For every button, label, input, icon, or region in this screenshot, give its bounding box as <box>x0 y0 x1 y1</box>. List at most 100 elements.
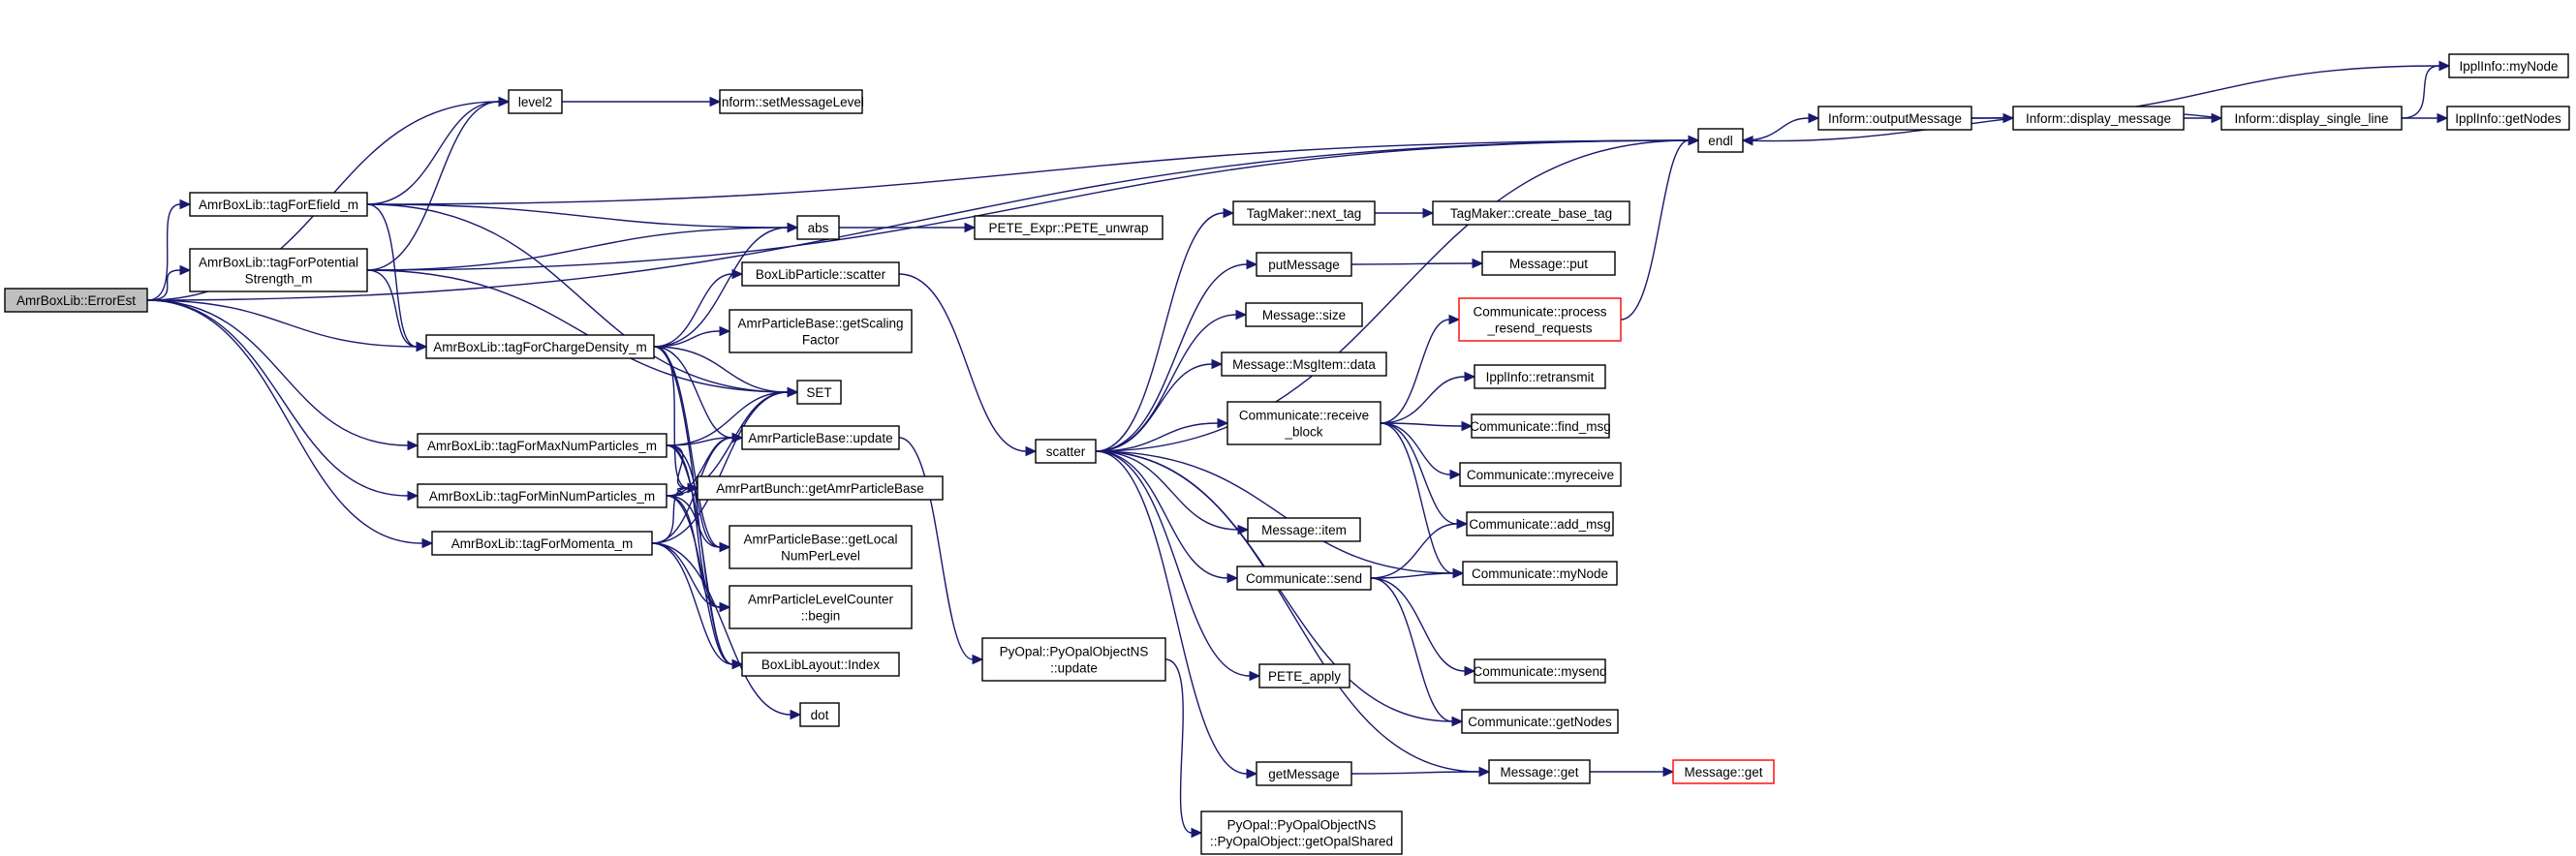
node-amrboxlib-tagforminnumparticles-m[interactable]: AmrBoxLib::tagForMinNumParticles_m <box>417 483 667 508</box>
node-message-put[interactable]: Message::put <box>1481 251 1616 276</box>
edge-recvblock-to-retransmit <box>1380 371 1476 424</box>
node-communicate-mynode[interactable]: Communicate::myNode <box>1462 561 1618 586</box>
node-message-size[interactable]: Message::size <box>1245 302 1363 327</box>
node-ipplinfo-getnodes-label: IpplInfo::getNodes <box>2455 111 2561 126</box>
edge-tagmom-to-getapb <box>651 482 699 544</box>
node-tagmaker-next-tag[interactable]: TagMaker::next_tag <box>1232 200 1376 226</box>
node-message-put-box <box>1481 251 1616 276</box>
node-abs[interactable]: abs <box>796 215 840 240</box>
node-dot-label: dot <box>811 708 829 722</box>
node-boxliblayout-index[interactable]: BoxLibLayout::Index <box>741 652 900 677</box>
node-boxlibparticle-scatter[interactable]: BoxLibParticle::scatter <box>741 261 900 287</box>
edge-scatter-to-endl <box>1095 135 1700 452</box>
edge-tagefield-to-endl <box>366 135 1700 205</box>
node-amrpartbunch-getamrparticlebase-label: AmrPartBunch::getAmrParticleBase <box>716 481 924 496</box>
node-message-get-external[interactable]: Message::get <box>1672 759 1775 784</box>
node-endl[interactable]: endl <box>1697 128 1744 153</box>
edge-tagcharge-to-apbupdate <box>653 346 744 443</box>
node-amrboxlib-tagforefield-m-label: AmrBoxLib::tagForEfield_m <box>199 198 358 212</box>
node-communicate-myreceive-box <box>1459 462 1622 487</box>
node-inform-outputmessage[interactable]: Inform::outputMessage <box>1817 106 1972 131</box>
node-communicate-add-msg-label: Communicate::add_msg <box>1469 517 1610 532</box>
node-tagmaker-create-base-tag-box <box>1432 200 1630 226</box>
node-amrboxlib-errorest[interactable]: AmrBoxLib::ErrorEst <box>4 288 148 313</box>
edge-tagefield-to-level2 <box>366 96 511 205</box>
node-set[interactable]: SET <box>796 380 842 405</box>
node-amrparticlebase-getlocalnumperlevel-label: AmrParticleBase::getLocal <box>743 533 897 547</box>
node-getmessage-box <box>1256 761 1352 786</box>
node-amrboxlib-errorest-label: AmrBoxLib::ErrorEst <box>16 293 136 308</box>
node-amrparticlebase-update-label: AmrParticleBase::update <box>748 431 892 445</box>
edge-procresend-to-endl <box>1620 135 1700 321</box>
edge-scatter-to-msgitem <box>1095 450 1250 535</box>
node-inform-display-message[interactable]: Inform::display_message <box>2012 106 2185 131</box>
node-communicate-process-resend-requests-label: Communicate::process <box>1473 305 1606 320</box>
node-level2-box <box>508 89 563 114</box>
node-amrparticlebase-getlocalnumperlevel-label: NumPerLevel <box>781 549 860 564</box>
node-communicate-mysend[interactable]: Communicate::mysend <box>1473 658 1607 684</box>
node-tagmaker-create-base-tag[interactable]: TagMaker::create_base_tag <box>1432 200 1630 226</box>
node-abs-box <box>796 215 840 240</box>
node-amrboxlib-tagforchargedensity-m[interactable]: AmrBoxLib::tagForChargeDensity_m <box>425 334 655 359</box>
node-amrparticlelevelcounter-begin[interactable]: AmrParticleLevelCounter::begin <box>729 585 913 629</box>
node-pyopal-getopalshared-label: PyOpal::PyOpalObjectNS <box>1227 818 1377 833</box>
edge-send-to-commnode <box>1370 567 1465 579</box>
node-inform-display-single-line[interactable]: Inform::display_single_line <box>2220 106 2403 131</box>
node-communicate-process-resend-requests[interactable]: Communicate::process_resend_requests <box>1458 297 1622 342</box>
node-amrpartbunch-getamrparticlebase[interactable]: AmrPartBunch::getAmrParticleBase <box>697 475 944 501</box>
node-amrboxlib-tagformomenta-m[interactable]: AmrBoxLib::tagForMomenta_m <box>431 531 653 556</box>
node-pyopal-getopalshared[interactable]: PyOpal::PyOpalObjectNS::PyOpalObject::ge… <box>1200 810 1403 855</box>
node-amrboxlib-tagforminnumparticles-m-box <box>417 483 667 508</box>
node-boxliblayout-index-box <box>741 652 900 677</box>
edge-send-to-mysend <box>1370 577 1476 677</box>
node-inform-outputmessage-label: Inform::outputMessage <box>1828 111 1962 126</box>
node-scatter[interactable]: scatter <box>1035 439 1097 464</box>
node-inform-display-message-label: Inform::display_message <box>2026 111 2171 126</box>
node-message-msgitem-data[interactable]: Message::MsgItem::data <box>1221 352 1387 377</box>
node-communicate-send-label: Communicate::send <box>1246 571 1362 586</box>
node-inform-display-single-line-box <box>2220 106 2403 131</box>
node-communicate-getnodes[interactable]: Communicate::getNodes <box>1461 709 1619 734</box>
node-message-get[interactable]: Message::get <box>1488 759 1591 784</box>
node-message-item[interactable]: Message::item <box>1247 517 1361 542</box>
edge-dispsingle-to-ipplnode <box>2401 60 2451 119</box>
node-ipplinfo-getnodes[interactable]: IpplInfo::getNodes <box>2446 106 2570 131</box>
node-dot[interactable]: dot <box>799 702 840 727</box>
node-communicate-find-msg[interactable]: Communicate::find_msg <box>1470 413 1611 439</box>
node-putmessage[interactable]: putMessage <box>1256 252 1352 277</box>
node-communicate-send[interactable]: Communicate::send <box>1236 566 1372 591</box>
edge-tagcharge-to-blpscatter <box>653 268 744 348</box>
node-getmessage[interactable]: getMessage <box>1256 761 1352 786</box>
node-pyopal-pyopalobjectns-update[interactable]: PyOpal::PyOpalObjectNS::update <box>981 637 1166 682</box>
node-communicate-getnodes-box <box>1461 709 1619 734</box>
node-communicate-add-msg[interactable]: Communicate::add_msg <box>1466 511 1614 536</box>
node-ipplinfo-mynode[interactable]: IpplInfo::myNode <box>2448 53 2569 78</box>
node-pete-apply[interactable]: PETE_apply <box>1258 663 1350 688</box>
node-set-box <box>796 380 842 405</box>
edge-tagmom-to-bllindex <box>651 542 744 670</box>
node-pete-apply-box <box>1258 663 1350 688</box>
node-amrparticlebase-update[interactable]: AmrParticleBase::update <box>741 425 900 450</box>
node-communicate-receive-block-box <box>1226 401 1381 445</box>
node-amrboxlib-tagforefield-m-box <box>189 192 368 217</box>
edge-tagmom-to-dot <box>651 542 802 720</box>
node-communicate-receive-block[interactable]: Communicate::receive_block <box>1226 401 1381 445</box>
node-amrboxlib-tagforefield-m[interactable]: AmrBoxLib::tagForEfield_m <box>189 192 368 217</box>
edge-errorest-to-tagmin <box>146 299 419 502</box>
edge-tagmin-to-getlocal <box>666 495 731 553</box>
node-message-msgitem-data-label: Message::MsgItem::data <box>1232 357 1376 372</box>
edge-scatter-to-nexttag <box>1095 207 1235 452</box>
node-pete-expr-pete-unwrap[interactable]: PETE_Expr::PETE_unwrap <box>974 215 1164 240</box>
node-message-msgitem-data-box <box>1221 352 1387 377</box>
edge-errorest-to-tagmom <box>146 299 434 549</box>
node-ipplinfo-retransmit[interactable]: IpplInfo::retransmit <box>1474 364 1606 389</box>
node-communicate-myreceive[interactable]: Communicate::myreceive <box>1459 462 1622 487</box>
node-amrboxlib-tagformaxnumparticles-m[interactable]: AmrBoxLib::tagForMaxNumParticles_m <box>417 433 667 458</box>
node-level2[interactable]: level2 <box>508 89 563 114</box>
node-pete-apply-label: PETE_apply <box>1268 669 1341 684</box>
edge-level2-to-setmsg <box>562 96 722 107</box>
node-inform-setmessagelevel[interactable]: Inform::setMessageLevel <box>718 89 864 114</box>
